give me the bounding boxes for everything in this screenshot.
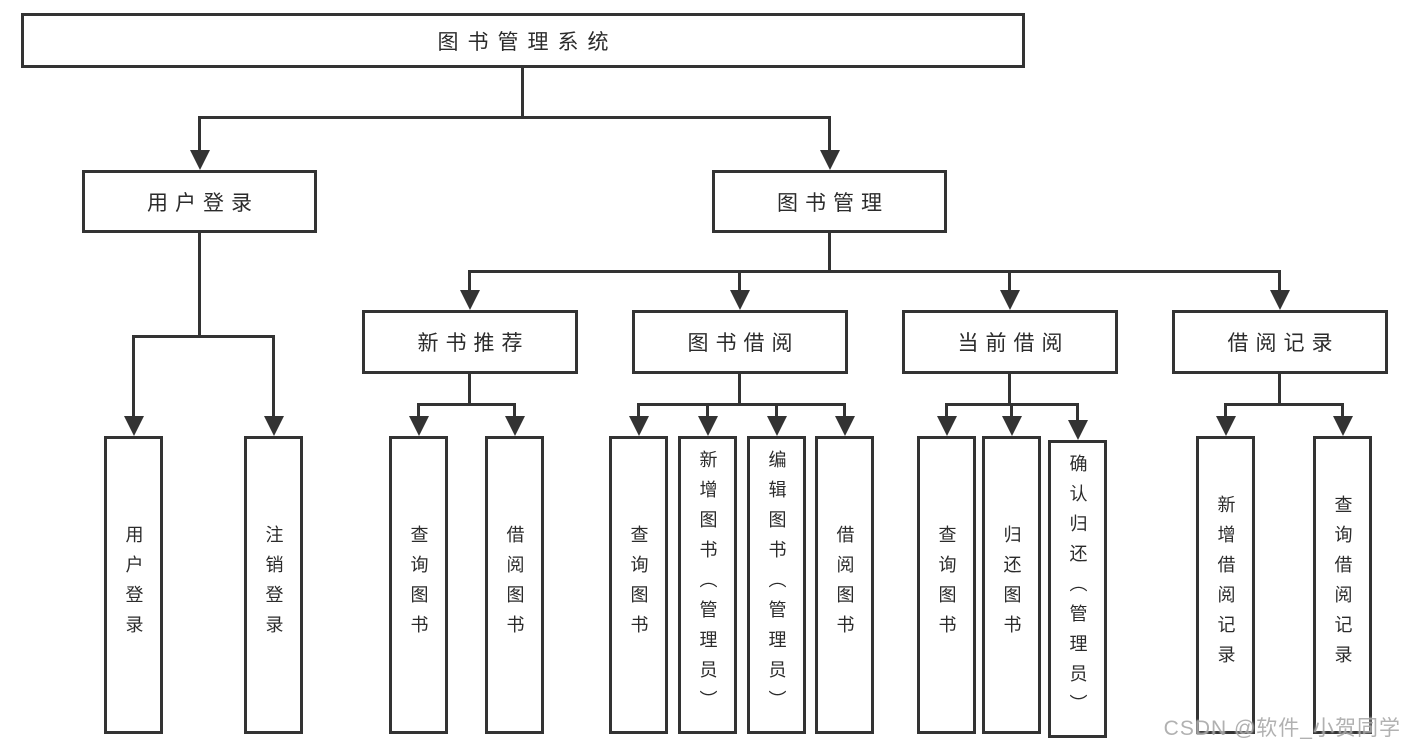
connector-current-drop-1	[945, 403, 948, 420]
leaf-return-book: 归还图书	[982, 436, 1041, 734]
connector-mgmt-drop-2	[738, 270, 741, 292]
connector-root-stem	[521, 68, 524, 118]
connector-mgmt-drop-4	[1278, 270, 1281, 292]
node-book-borrowing: 图书借阅	[632, 310, 848, 374]
connector-records-drop-2	[1341, 403, 1344, 420]
connector-records-drop-1	[1224, 403, 1227, 420]
connector-root-drop-left	[198, 116, 201, 154]
connector-recommend-branch	[417, 403, 516, 406]
arrow-down-icon	[629, 416, 649, 436]
connector-mgmt-stem	[828, 233, 831, 272]
leaf-user-login: 用户登录	[104, 436, 163, 734]
node-borrowing-records: 借阅记录	[1172, 310, 1388, 374]
arrow-down-icon	[730, 290, 750, 310]
arrow-down-icon	[767, 416, 787, 436]
node-new-book-recommend: 新书推荐	[362, 310, 578, 374]
leaf-query-books-current: 查询图书	[917, 436, 976, 734]
connector-root-branch	[198, 116, 831, 119]
connector-records-branch	[1224, 403, 1344, 406]
leaf-add-borrow-record: 新增借阅记录	[1196, 436, 1255, 734]
connector-current-drop-2	[1010, 403, 1013, 420]
connector-borrowing-drop-2	[706, 403, 709, 420]
arrow-down-icon	[698, 416, 718, 436]
arrow-down-icon	[460, 290, 480, 310]
node-book-management: 图书管理	[712, 170, 947, 233]
leaf-edit-book-admin: 编辑图书（管理员）	[747, 436, 806, 734]
connector-borrowing-stem	[738, 374, 741, 405]
leaf-query-books-borrow: 查询图书	[609, 436, 668, 734]
connector-borrowing-branch	[637, 403, 846, 406]
arrow-down-icon	[1333, 416, 1353, 436]
node-root-library-system: 图书管理系统	[21, 13, 1025, 68]
leaf-logout: 注销登录	[244, 436, 303, 734]
connector-current-stem	[1008, 374, 1011, 405]
arrow-down-icon	[835, 416, 855, 436]
arrow-down-icon	[1002, 416, 1022, 436]
connector-recommend-drop-1	[417, 403, 420, 420]
arrow-down-icon	[1000, 290, 1020, 310]
leaf-add-book-admin: 新增图书（管理员）	[678, 436, 737, 734]
arrow-down-icon	[124, 416, 144, 436]
arrow-down-icon	[1216, 416, 1236, 436]
connector-mgmt-drop-3	[1008, 270, 1011, 292]
connector-borrowing-drop-3	[775, 403, 778, 420]
leaf-borrow-books-recommend: 借阅图书	[485, 436, 544, 734]
arrow-down-icon	[820, 150, 840, 170]
connector-mgmt-drop-1	[468, 270, 471, 292]
connector-user-drop-1	[132, 335, 135, 420]
node-current-borrowing: 当前借阅	[902, 310, 1118, 374]
connector-user-branch	[132, 335, 275, 338]
leaf-query-books-recommend: 查询图书	[389, 436, 448, 734]
csdn-watermark: CSDN @软件_小贺同学	[1163, 717, 1401, 740]
arrow-down-icon	[505, 416, 525, 436]
connector-recommend-stem	[468, 374, 471, 405]
arrow-down-icon	[1270, 290, 1290, 310]
leaf-borrow-books: 借阅图书	[815, 436, 874, 734]
connector-borrowing-drop-1	[637, 403, 640, 420]
node-user-login: 用户登录	[82, 170, 317, 233]
arrow-down-icon	[409, 416, 429, 436]
connector-current-drop-3	[1076, 403, 1079, 424]
connector-user-drop-2	[272, 335, 275, 420]
connector-records-stem	[1278, 374, 1281, 405]
arrow-down-icon	[937, 416, 957, 436]
arrow-down-icon	[1068, 420, 1088, 440]
leaf-confirm-return-admin: 确认归还（管理员）	[1048, 440, 1107, 738]
connector-recommend-drop-2	[513, 403, 516, 420]
arrow-down-icon	[264, 416, 284, 436]
connector-mgmt-branch	[468, 270, 1281, 273]
leaf-query-borrow-record: 查询借阅记录	[1313, 436, 1372, 734]
arrow-down-icon	[190, 150, 210, 170]
connector-user-stem	[198, 233, 201, 337]
connector-borrowing-drop-4	[843, 403, 846, 420]
connector-root-drop-right	[828, 116, 831, 154]
